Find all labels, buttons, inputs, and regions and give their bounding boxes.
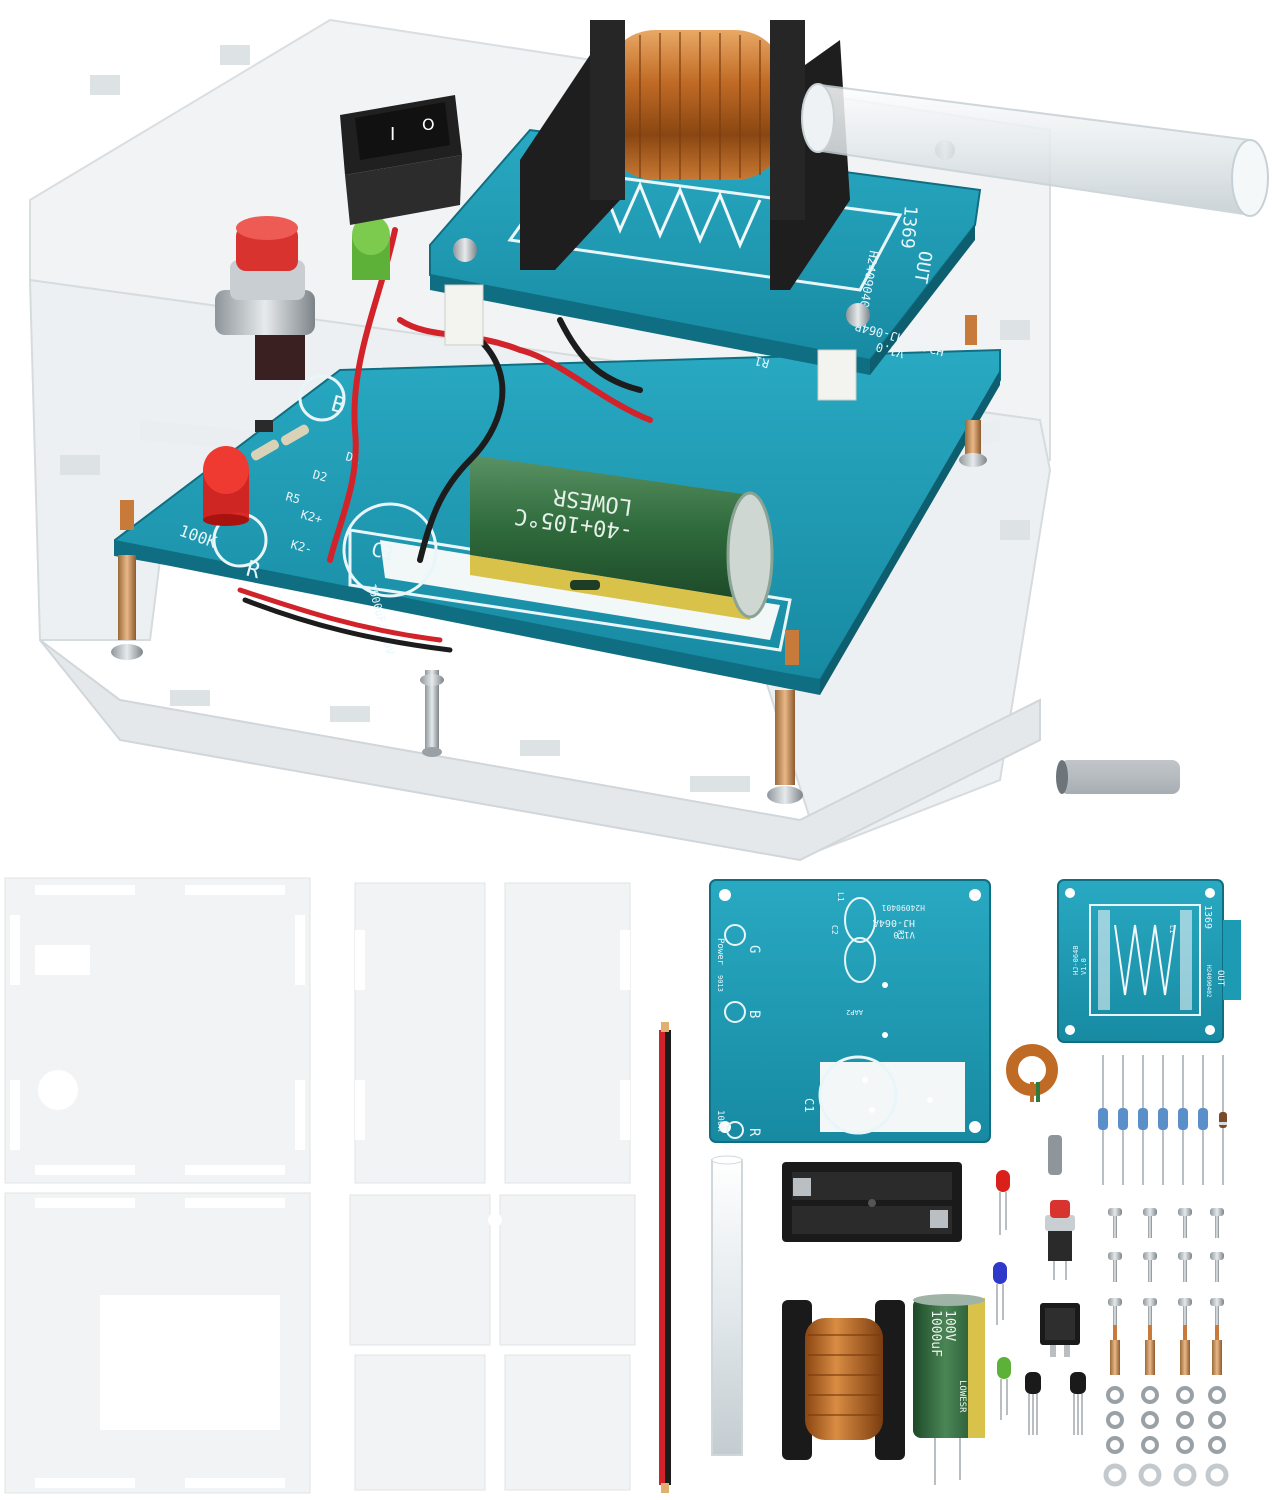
resistors [1098,1055,1227,1185]
main-pcb-part: H24090401 HJ-064A V1.0 G Power B R 100K … [709,879,991,1143]
main-pcb-r: R [746,1128,762,1137]
main-pcb-serial: H24090401 [881,903,925,912]
coil-pcb-part: 1369 OUT H24090402 HJ-064B V1.0 L1 [1057,879,1241,1043]
capacitor-part: 1000uF 100V LOWESR [913,1294,985,1485]
main-pcb-ver: V1.0 [893,929,915,939]
main-pcb-l1: L1 [836,892,845,902]
main-pcb-b: B [746,1010,762,1018]
coil-pcb-model: 1369 [1202,905,1213,929]
coil-pcb-serial: H24090402 [1205,965,1212,998]
main-pcb-r3: R3 [896,930,905,940]
main-pcb-power: Power [715,938,725,966]
main-pcb-100k: 100K [715,1110,725,1132]
primary-coil-part [782,1300,905,1460]
toroid-inductor [1006,1044,1058,1102]
screws-and-nuts [1103,1208,1229,1487]
primary-coil-assembled [520,20,850,290]
main-pcb-ker: 9013 [716,975,724,992]
acrylic-panel-bottom [4,1192,311,1494]
push-button-part [1045,1200,1075,1280]
wires [237,227,653,653]
push-button-assembled [215,216,315,380]
coil-pcb-ver: V1.0 [1080,958,1088,975]
coil-board-r1: R1 [753,353,771,370]
acrylic-panel-top [4,877,311,1184]
glass-tube-assembled [801,83,1269,217]
capacitor-voltage-text: 100V [942,1310,957,1341]
capacitor-brand-part-text: LOWESR [957,1380,967,1413]
capacitor-value-text: 1000uF [928,1310,943,1357]
switch-off-mark: O [422,115,435,134]
coil-board-model: 1369 [896,205,921,250]
coil-pcb-l1: L1 [1168,925,1176,933]
rocker-switch-assembled: I O [340,95,462,225]
coil-pcb-out: OUT [1215,970,1225,987]
red-led-assembled [203,446,249,526]
board-label-b: B [328,392,347,420]
board-label-k2-minus: K2- [289,537,314,556]
green-led-assembled [352,215,390,280]
board-label-d2: D2 [311,467,329,484]
main-pcb-aap: AAP2 [846,1008,863,1016]
switch-on-mark: I [390,124,395,145]
battery-holder [782,1162,962,1242]
red-black-wire [659,1022,671,1493]
main-pcb-c1: C1 [802,1098,816,1112]
main-pcb-c2: C2 [830,925,839,935]
magnet-rod [1056,760,1180,794]
coil-pcb-rev: HJ-064B [1072,945,1080,975]
red-led-part [996,1170,1010,1235]
center-screw [420,670,444,757]
transistors [1025,1372,1086,1435]
main-pcb-g: G [746,945,762,953]
kit-parts: H24090401 HJ-064A V1.0 G Power B R 100K … [4,877,1241,1494]
small-magnet [1048,1135,1062,1175]
main-pcb-rev: HJ-064A [873,917,915,928]
assembled-tesla-coil: R 100K B C1 1000uF/100V K2- K2+ D1 D2 R5 [28,18,1269,862]
board-label-r5: R5 [284,489,302,506]
board-label-k2-plus: K2+ [299,507,324,526]
brass-standoffs [111,315,987,804]
capacitor-assembled: LOWESR -40+105°C [470,455,774,620]
blue-led-part [993,1262,1007,1325]
glass-tube-part [711,1155,743,1456]
rocker-switch-part [1040,1303,1080,1357]
acrylic-side-panels [349,882,636,1491]
green-led-part [997,1357,1011,1420]
